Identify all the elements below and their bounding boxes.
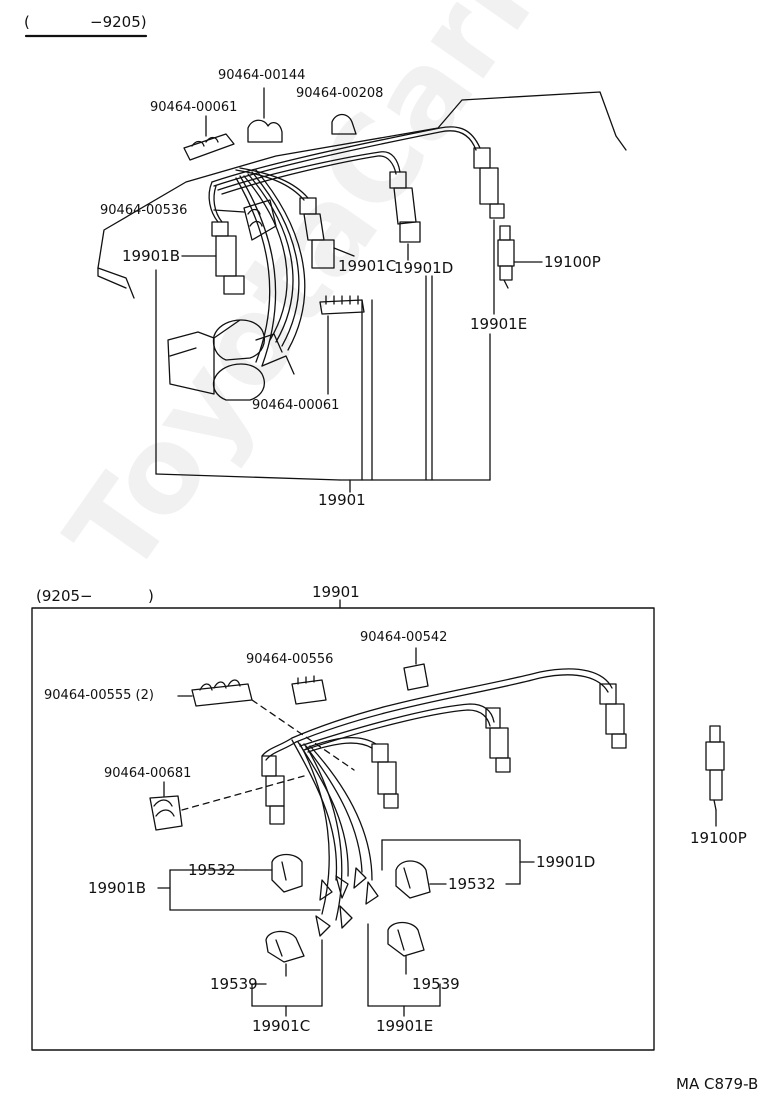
bottom-range-open: (9205− (36, 587, 93, 605)
plug-boot-e-bottom (599, 683, 627, 749)
label-19901d-top: 19901D (394, 259, 454, 277)
plug-boot-d-top (389, 171, 421, 243)
coil-terminals-bottom (315, 867, 379, 937)
diagram-code: MA C879-B (676, 1075, 759, 1093)
label-19100p-top: 19100P (544, 253, 601, 271)
label-90464-00555: 90464-00555 (2) (44, 688, 154, 703)
clamp-00061-bottom (319, 295, 365, 395)
clamp-00556 (291, 675, 327, 705)
wire-bundle-bottom (261, 668, 613, 921)
label-19901-bottom: 19901 (312, 583, 360, 601)
label-19901e-top: 19901E (470, 315, 528, 333)
label-19901-top: 19901 (318, 491, 366, 509)
label-90464-00208: 90464-00208 (296, 86, 384, 101)
leader-lines-top (155, 219, 495, 493)
spark-plug-bottom (705, 725, 725, 827)
clamp-00061-top (183, 115, 235, 161)
boot-19532-right (395, 860, 431, 899)
bottom-frame (31, 607, 655, 1051)
label-90464-00061-top: 90464-00061 (150, 100, 238, 115)
dashed-guides (181, 699, 355, 811)
label-19539-left: 19539 (210, 975, 258, 993)
top-range-open: ( (24, 13, 30, 31)
coil-boots-top (212, 319, 295, 401)
label-19901e-bottom: 19901E (376, 1017, 434, 1035)
boot-19539-left (265, 930, 305, 963)
clamp-00536 (213, 199, 277, 241)
label-90464-00536: 90464-00536 (100, 203, 188, 218)
plug-boot-c-bottom (371, 743, 399, 809)
label-19901d-bottom: 19901D (536, 853, 596, 871)
label-19901b-bottom: 19901B (88, 879, 147, 897)
leader-lines-bottom (157, 839, 535, 1017)
label-90464-00556: 90464-00556 (246, 652, 334, 667)
label-90464-00144: 90464-00144 (218, 68, 306, 83)
clamp-00555 (177, 679, 253, 707)
label-19532-left: 19532 (188, 861, 236, 879)
clamp-00681 (149, 781, 183, 831)
boot-19532-left (271, 853, 303, 893)
clamp-00208 (331, 113, 357, 135)
plug-boot-c-top (299, 197, 335, 269)
label-90464-00681: 90464-00681 (104, 766, 192, 781)
spark-plug-top (497, 225, 543, 289)
bottom-range-close: ) (148, 587, 154, 605)
clamp-00144 (247, 87, 283, 143)
label-19100p-bottom: 19100P (690, 829, 747, 847)
boot-19539-right (387, 921, 425, 957)
plug-boot-b-top (211, 221, 245, 295)
label-19901c-top: 19901C (338, 257, 397, 275)
clamp-00542 (403, 647, 429, 691)
plug-boot-b-bottom (261, 755, 285, 825)
label-90464-00061-bottom: 90464-00061 (252, 398, 340, 413)
label-19901b-top: 19901B (122, 247, 181, 265)
plug-boot-e-top (473, 147, 505, 219)
plug-boot-d-bottom (485, 707, 511, 773)
wire-bundle-top (208, 126, 481, 367)
label-90464-00542: 90464-00542 (360, 630, 448, 645)
label-19901c-bottom: 19901C (252, 1017, 311, 1035)
label-19539-right: 19539 (412, 975, 460, 993)
label-19532-right: 19532 (448, 875, 496, 893)
top-range-close: −9205) (90, 13, 147, 31)
